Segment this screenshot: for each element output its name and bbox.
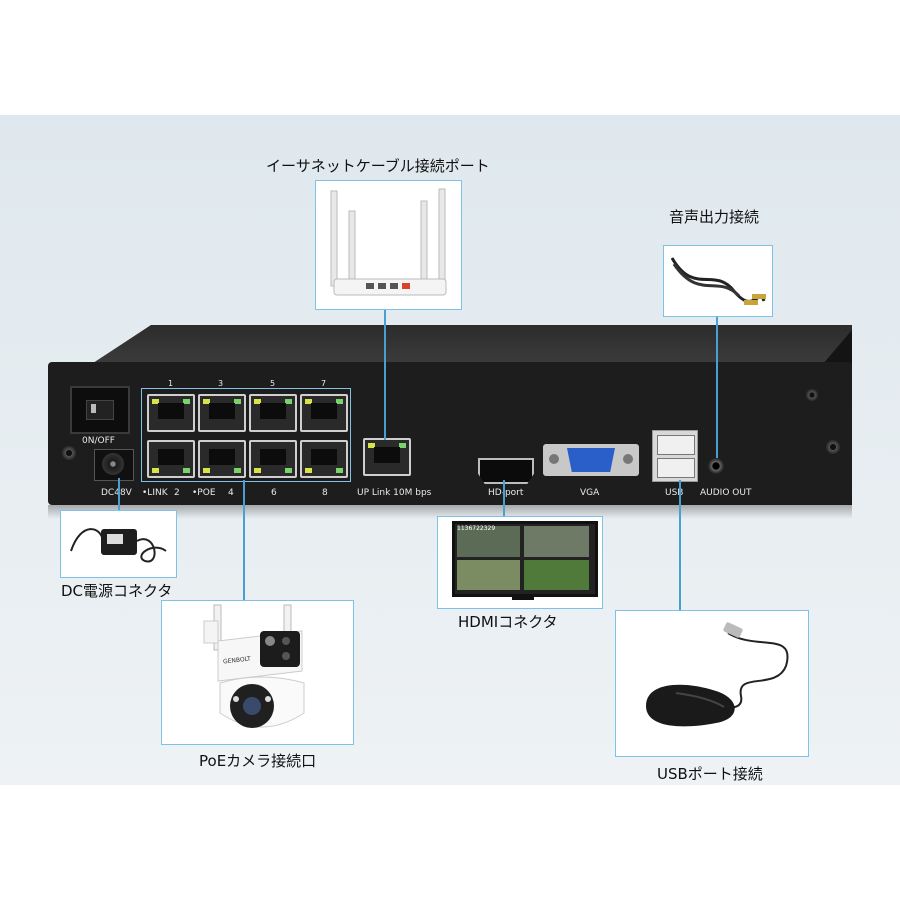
audio-cable-icon — [670, 257, 766, 305]
poe-caption: PoEカメラ接続口 — [199, 752, 317, 770]
poe-port-block — [141, 388, 351, 482]
poe-port-8[interactable] — [300, 440, 348, 478]
poe-port-7[interactable] — [300, 394, 348, 432]
port-number-8: 8 — [322, 488, 328, 498]
monitor-timestamp: 1136722329 — [457, 525, 496, 532]
usb-callout-line — [679, 480, 681, 610]
port-number-4: 4 — [228, 488, 234, 498]
dc-adapter-box — [60, 510, 177, 578]
poe-port-3[interactable] — [198, 394, 246, 432]
mouse-icon — [646, 622, 789, 727]
power-adapter-icon — [70, 528, 167, 563]
usb-mouse-box — [615, 610, 809, 757]
vga-label: VGA — [580, 488, 600, 498]
ptz-camera-icon — [203, 604, 305, 728]
dc-caption: DC電源コネクタ — [61, 582, 173, 600]
poe-camera-box: GENBOLT — [161, 600, 354, 745]
ethernet-callout-line — [384, 308, 386, 440]
audio-caption: 音声出力接続 — [669, 208, 760, 226]
usb-label: USB — [665, 488, 684, 498]
link-label: •LINK — [142, 488, 168, 498]
screw-icon — [62, 446, 76, 460]
monitor-screen: 1136722329 — [452, 521, 598, 597]
poe-label: •POE — [192, 488, 216, 498]
hdmi-port[interactable] — [478, 458, 534, 484]
power-switch[interactable] — [70, 386, 130, 434]
poe-port-4[interactable] — [198, 440, 246, 478]
monitor-stand — [512, 596, 534, 600]
usb-ports[interactable] — [652, 430, 698, 482]
dc-callout-line — [118, 478, 120, 512]
poe-callout-line — [243, 480, 245, 600]
audio-callout-line — [716, 316, 718, 458]
port-number-2: 2 — [174, 488, 180, 498]
audio-out-jack[interactable] — [708, 458, 724, 474]
nvr-reflection — [48, 505, 852, 519]
screw-icon — [826, 440, 840, 454]
usb-caption: USBポート接続 — [657, 765, 763, 783]
poe-port-1[interactable] — [147, 394, 195, 432]
port-number-6: 6 — [271, 488, 277, 498]
router-box — [315, 180, 462, 310]
hdport-label: HD-port — [488, 488, 524, 498]
poe-port-2[interactable] — [147, 440, 195, 478]
uplink-port[interactable] — [363, 438, 411, 476]
hdmi-monitor-box: 1136722329 — [437, 516, 603, 609]
dc-jack[interactable] — [94, 449, 134, 481]
nvr-top-surface — [90, 325, 852, 365]
onoff-label: 0N/OFF — [82, 436, 115, 446]
port-number-1: 1 — [168, 379, 174, 388]
port-number-7: 7 — [321, 379, 327, 388]
hdmi-caption: HDMIコネクタ — [458, 613, 558, 631]
poe-port-6[interactable] — [249, 440, 297, 478]
port-number-3: 3 — [218, 379, 224, 388]
audio-cable-box — [663, 245, 773, 317]
screw-icon — [806, 389, 818, 401]
port-number-5: 5 — [270, 379, 276, 388]
hdmi-callout-line — [503, 480, 505, 516]
ethernet-caption: イーサネットケーブル接続ポート — [266, 157, 490, 175]
poe-port-5[interactable] — [249, 394, 297, 432]
dc48v-label: DC48V — [101, 488, 132, 498]
router-icon — [330, 188, 447, 296]
vga-port[interactable] — [543, 444, 639, 476]
uplink-label: UP Link 10M bps — [357, 488, 432, 498]
audio-out-label: AUDIO OUT — [700, 488, 752, 498]
